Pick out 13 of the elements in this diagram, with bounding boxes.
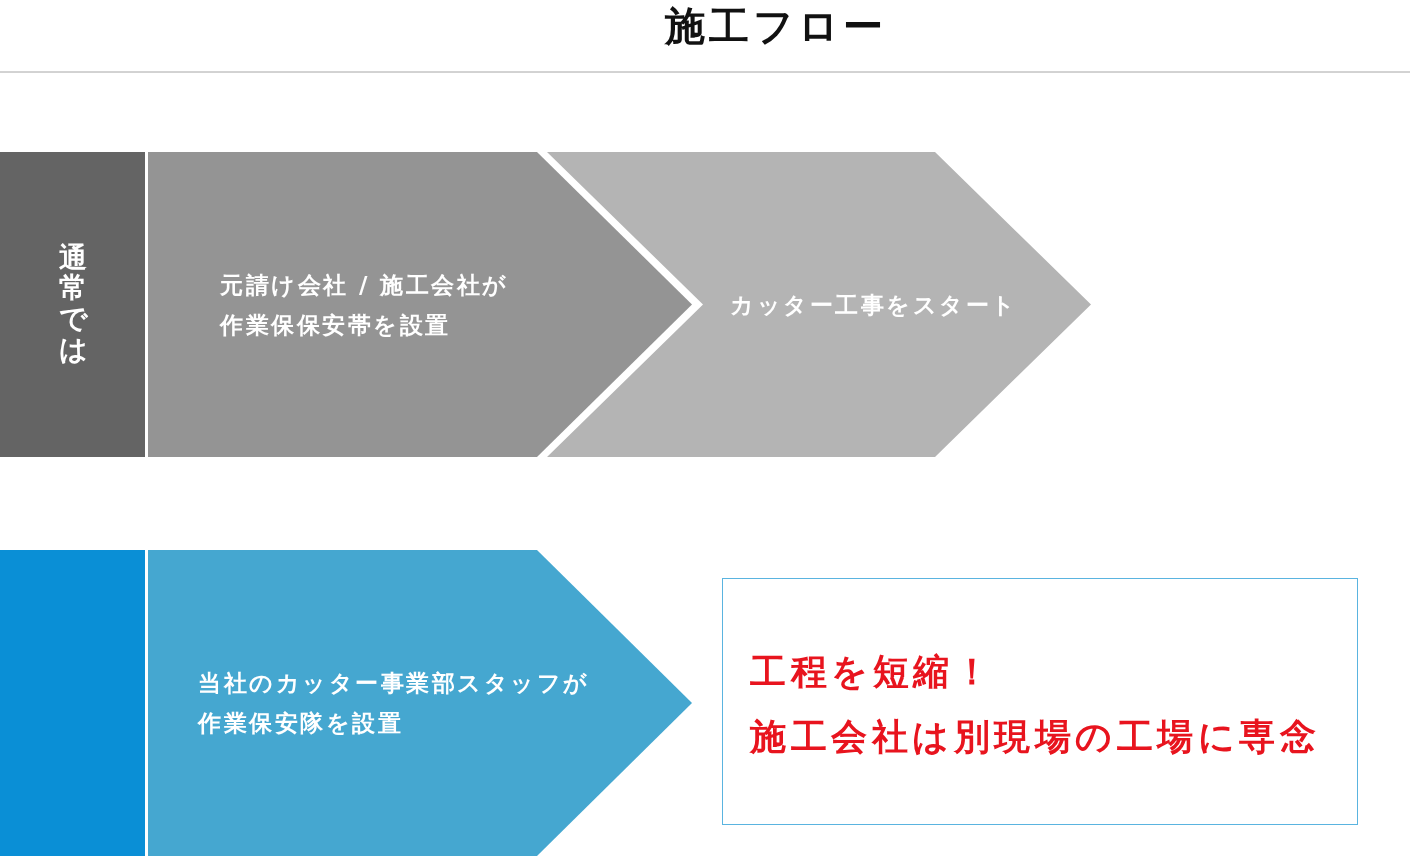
row-label-band [0, 152, 145, 457]
row-label-band [0, 550, 145, 856]
step-text: 元請け会社 / 施工会社が作業保保安帯を設置 [220, 270, 510, 340]
step-text: 当社のカッター事業部スタッフが作業保安隊を設置 [198, 669, 591, 738]
step-text: カッター工事をスタート [730, 290, 1018, 320]
process-step [148, 152, 692, 457]
result-text: 施工会社は別現場の工場に専念 [750, 715, 1320, 759]
row-label: 通常では [58, 242, 87, 367]
diagram-title: 施工フロー [665, 2, 887, 50]
result-text: 工程を短縮！ [750, 650, 994, 694]
process-step [148, 550, 692, 856]
process-step [547, 152, 1091, 457]
result-box [722, 578, 1358, 825]
